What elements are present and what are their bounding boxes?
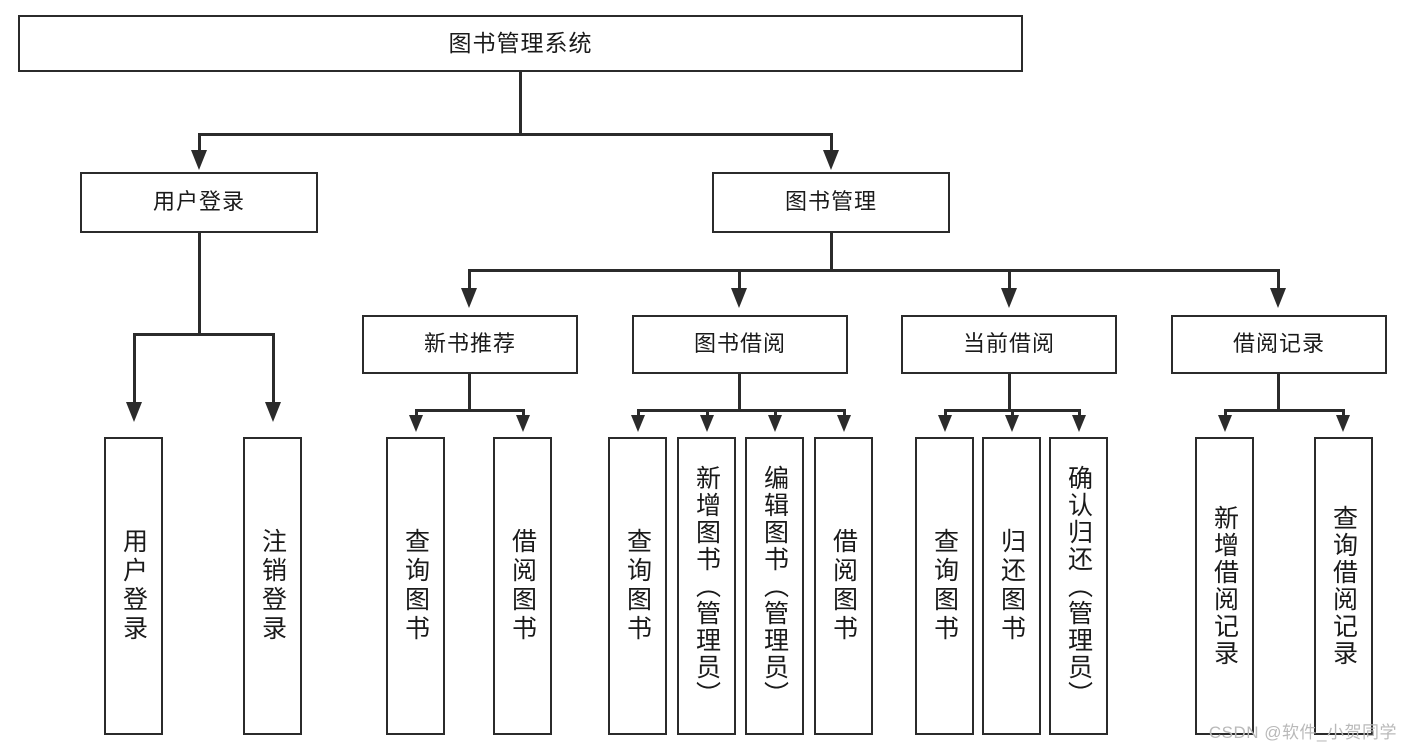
leaf-confirm-return[interactable]: 确认归还（管理员） xyxy=(1049,437,1108,735)
connector-book-management-stem xyxy=(830,233,833,272)
leaf-borrow-book-2[interactable]: 借阅图书 xyxy=(814,437,873,735)
connector-to-user-login xyxy=(198,133,201,153)
arrow-leaf-add-record xyxy=(1218,415,1232,432)
leaf-query-book-2[interactable]: 查询图书 xyxy=(608,437,667,735)
leaf-add-book[interactable]: 新增图书（管理员） xyxy=(677,437,736,735)
connector-borrow-record-stem xyxy=(1277,374,1280,411)
arrow-leaf-query-book-3 xyxy=(938,415,952,432)
arrow-leaf-confirm-return xyxy=(1072,415,1086,432)
arrow-to-borrow-record xyxy=(1270,288,1286,308)
leaf-query-book-3[interactable]: 查询图书 xyxy=(915,437,974,735)
connector-user-login-bar xyxy=(133,333,274,336)
arrow-to-book-borrow xyxy=(731,288,747,308)
arrow-leaf-user-logout xyxy=(265,402,281,422)
arrow-leaf-query-book-2 xyxy=(631,415,645,432)
node-root-book-management-system[interactable]: 图书管理系统 xyxy=(18,15,1023,72)
arrow-leaf-query-book-1 xyxy=(409,415,423,432)
arrow-leaf-borrow-book-2 xyxy=(837,415,851,432)
leaf-add-record[interactable]: 新增借阅记录 xyxy=(1195,437,1254,735)
connector-level2-bar xyxy=(198,133,832,136)
connector-user-login-right xyxy=(272,333,275,405)
arrow-leaf-edit-book xyxy=(768,415,782,432)
connector-to-book-management xyxy=(830,133,833,153)
arrow-leaf-add-book xyxy=(700,415,714,432)
node-current-borrow[interactable]: 当前借阅 xyxy=(901,315,1117,374)
arrow-to-new-book-recommend xyxy=(461,288,477,308)
connector-to-new-book-recommend xyxy=(468,269,471,291)
connector-level3-bar xyxy=(468,269,1279,272)
connector-book-borrow-stem xyxy=(738,374,741,411)
connector-root-stem xyxy=(519,72,522,135)
node-borrow-record[interactable]: 借阅记录 xyxy=(1171,315,1387,374)
arrow-leaf-user-login xyxy=(126,402,142,422)
connector-current-borrow-stem xyxy=(1008,374,1011,411)
node-user-login[interactable]: 用户登录 xyxy=(80,172,318,233)
leaf-borrow-book-1[interactable]: 借阅图书 xyxy=(493,437,552,735)
connector-user-login-left xyxy=(133,333,136,405)
connector-book-borrow-bar xyxy=(637,409,845,412)
arrow-to-current-borrow xyxy=(1001,288,1017,308)
arrow-to-book-management xyxy=(823,150,839,170)
connector-user-login-stem xyxy=(198,233,201,335)
node-book-borrow[interactable]: 图书借阅 xyxy=(632,315,848,374)
leaf-edit-book[interactable]: 编辑图书（管理员） xyxy=(745,437,804,735)
arrow-leaf-query-record xyxy=(1336,415,1350,432)
leaf-query-book-1[interactable]: 查询图书 xyxy=(386,437,445,735)
connector-to-book-borrow xyxy=(738,269,741,291)
leaf-user-login[interactable]: 用户登录 xyxy=(104,437,163,735)
leaf-query-record[interactable]: 查询借阅记录 xyxy=(1314,437,1373,735)
node-new-book-recommend[interactable]: 新书推荐 xyxy=(362,315,578,374)
arrow-leaf-return-book xyxy=(1005,415,1019,432)
leaf-return-book[interactable]: 归还图书 xyxy=(982,437,1041,735)
connector-to-borrow-record xyxy=(1277,269,1280,291)
connector-new-book-bar xyxy=(415,409,525,412)
leaf-user-logout[interactable]: 注销登录 xyxy=(243,437,302,735)
connector-borrow-record-bar xyxy=(1224,409,1344,412)
connector-to-current-borrow xyxy=(1008,269,1011,291)
arrow-leaf-borrow-book-1 xyxy=(516,415,530,432)
arrow-to-user-login xyxy=(191,150,207,170)
node-book-management[interactable]: 图书管理 xyxy=(712,172,950,233)
connector-new-book-stem xyxy=(468,374,471,411)
